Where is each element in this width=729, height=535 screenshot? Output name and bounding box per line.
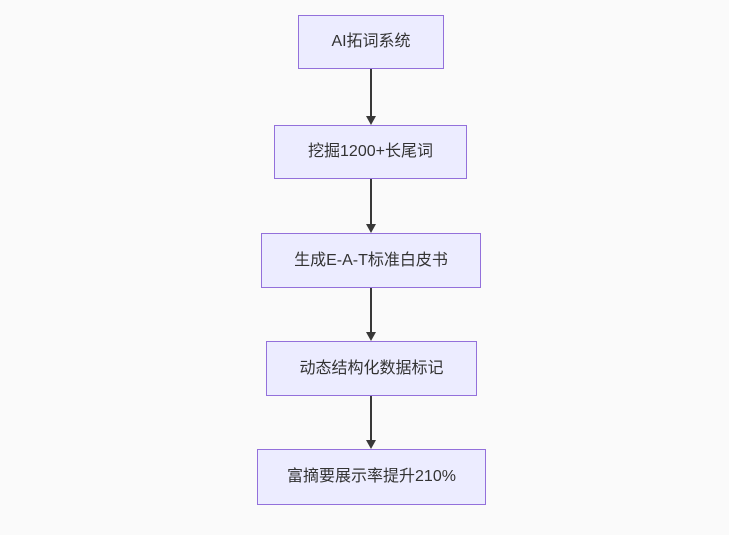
edge-line xyxy=(370,179,372,224)
flow-node-label: AI拓词系统 xyxy=(331,33,411,51)
arrow-head xyxy=(366,440,376,449)
flow-edge-4 xyxy=(366,396,376,449)
arrow-head xyxy=(366,332,376,341)
flow-node-structured-data-markup: 动态结构化数据标记 xyxy=(266,341,477,396)
flow-node-eat-whitepaper: 生成E-A-T标准白皮书 xyxy=(261,233,481,288)
edge-line xyxy=(370,288,372,332)
arrow-head xyxy=(366,224,376,233)
flow-node-label: 富摘要展示率提升210% xyxy=(287,468,456,486)
edge-line xyxy=(370,69,372,116)
arrow-head xyxy=(366,116,376,125)
flow-node-rich-snippet-uplift: 富摘要展示率提升210% xyxy=(257,449,486,505)
edge-line xyxy=(370,396,372,440)
flow-node-label: 挖掘1200+长尾词 xyxy=(308,143,433,161)
flow-node-label: 生成E-A-T标准白皮书 xyxy=(294,251,448,269)
flow-edge-1 xyxy=(366,69,376,125)
flow-edge-2 xyxy=(366,179,376,233)
flow-edge-3 xyxy=(366,288,376,341)
flow-node-label: 动态结构化数据标记 xyxy=(299,359,444,377)
flow-node-ai-keyword-system: AI拓词系统 xyxy=(298,15,444,69)
flow-node-longtail-mining: 挖掘1200+长尾词 xyxy=(274,125,467,179)
